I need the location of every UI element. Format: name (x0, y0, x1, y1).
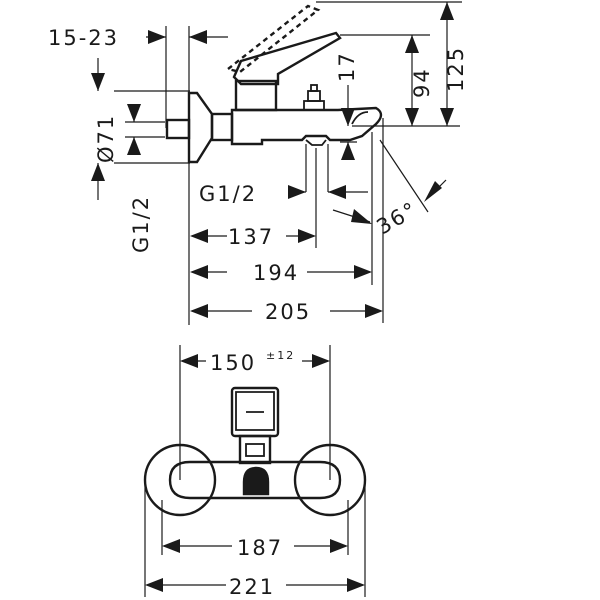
side-view: 15-23 Ø71 G1/2 17 94 125 G1/2 137 194 20… (48, 1, 468, 325)
front-view: 150 ±12 187 221 (143, 345, 367, 599)
dim-angle: 36° (373, 197, 422, 239)
extension-lines (114, 1, 462, 325)
dim-width-187: 187 (237, 536, 283, 560)
dim-height-94: 94 (410, 67, 434, 98)
dim-outlet-thread: G1/2 (199, 182, 257, 206)
dim-inlet-thread: G1/2 (129, 195, 153, 253)
dim-centers-tolerance: ±12 (266, 349, 295, 362)
front-arrowheads (145, 354, 365, 592)
dim-outlet-137: 137 (228, 225, 274, 249)
dim-width-221: 221 (229, 575, 275, 599)
dim-height-125: 125 (444, 46, 468, 92)
dim-diameter: Ø71 (94, 114, 118, 163)
dim-centers-value: 150 (210, 351, 256, 375)
dim-total-205: 205 (265, 300, 311, 324)
front-extension-lines (144, 345, 366, 597)
faucet-front-outline (143, 386, 367, 517)
dim-wall-offset: 15-23 (48, 26, 119, 50)
faucet-side-outline (165, 31, 383, 164)
lever-open-position-dashed (225, 4, 321, 74)
dim-spout-194: 194 (253, 261, 299, 285)
dim-lever-travel: 17 (335, 51, 359, 82)
arrowheads (91, 2, 454, 318)
